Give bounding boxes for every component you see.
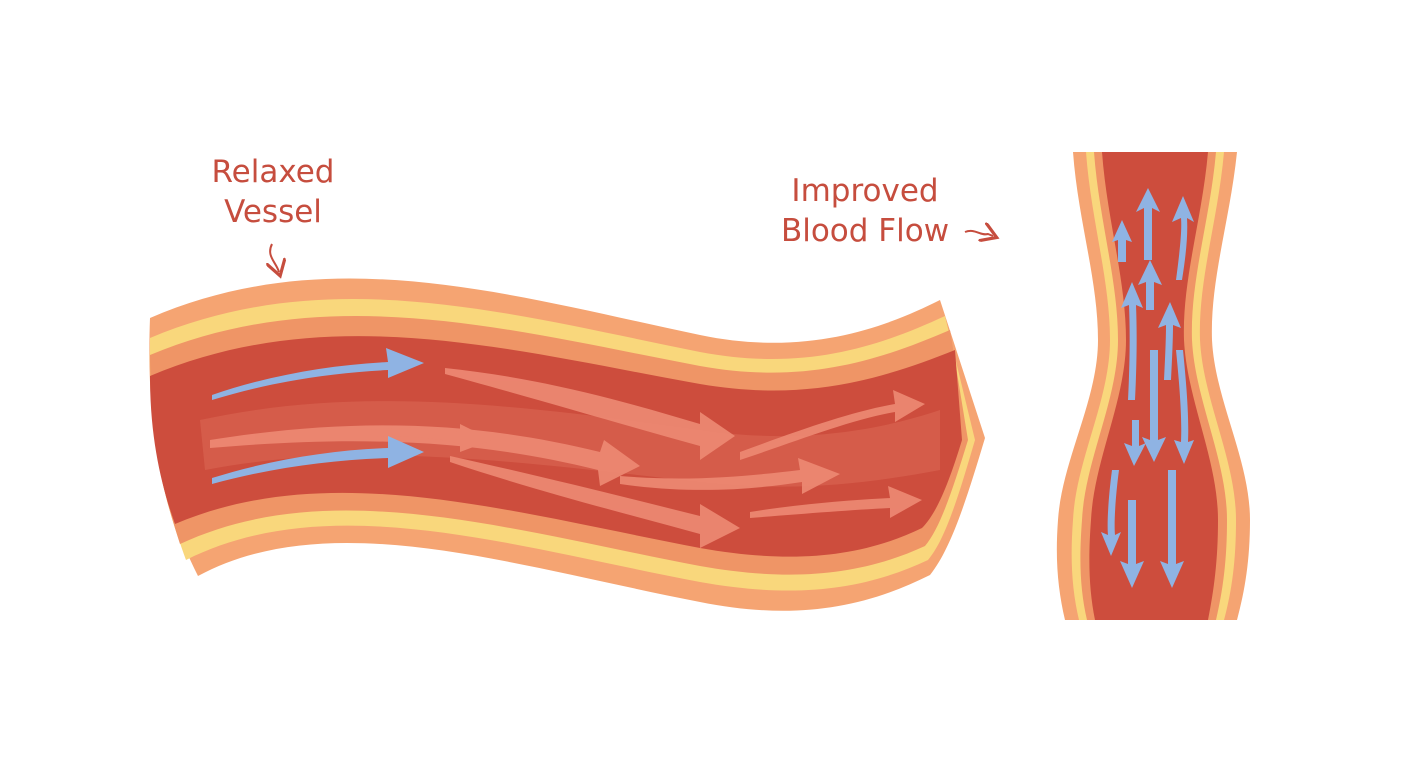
relaxed-vessel — [149, 278, 986, 611]
squiggle-arrow-icon — [964, 231, 993, 236]
flow-arrow-icon — [1160, 470, 1184, 588]
flow-arrow-icon — [1121, 282, 1143, 400]
flow-arrow-icon — [212, 348, 424, 400]
flow-arrow-icon — [445, 368, 735, 460]
flow-arrow-icon — [1142, 350, 1166, 462]
improved-label-line1: Improved — [791, 173, 939, 209]
flow-arrow-icon — [1120, 500, 1144, 588]
flow-arrow-icon — [1172, 196, 1194, 280]
relaxed-label-line2: Vessel — [224, 194, 322, 230]
flow-arrow-icon — [1124, 420, 1146, 466]
flow-arrow-icon — [1174, 350, 1194, 464]
flow-arrow-icon — [210, 425, 640, 486]
flow-arrow-icon — [620, 458, 840, 494]
improved-label-line2: Blood Flow — [780, 213, 950, 249]
flow-arrow-icon — [750, 486, 922, 518]
downward-flow-arrows — [1101, 350, 1194, 588]
pink-flow-arrows — [210, 368, 925, 548]
flow-arrow-icon — [740, 390, 925, 460]
relaxed-label-line1: Relaxed — [211, 154, 335, 190]
relaxed-vessel-label: Relaxed Vessel — [196, 152, 350, 232]
upward-flow-arrows — [1112, 188, 1194, 400]
flow-arrow-icon — [1112, 220, 1132, 262]
flow-arrow-icon — [212, 436, 424, 484]
flow-arrow-icon — [370, 424, 492, 452]
curved-arrow-icon — [270, 243, 279, 272]
improved-vessel — [1056, 152, 1250, 620]
lumen-highlight — [200, 401, 940, 487]
improved-flow-label: Improved Blood Flow — [760, 171, 970, 251]
flow-arrow-icon — [450, 456, 740, 548]
flow-arrow-icon — [1138, 260, 1162, 310]
flow-arrow-icon — [1158, 302, 1181, 380]
flow-arrow-icon — [1101, 470, 1121, 556]
blue-flow-arrows — [212, 348, 424, 484]
flow-arrow-icon — [1136, 188, 1160, 260]
